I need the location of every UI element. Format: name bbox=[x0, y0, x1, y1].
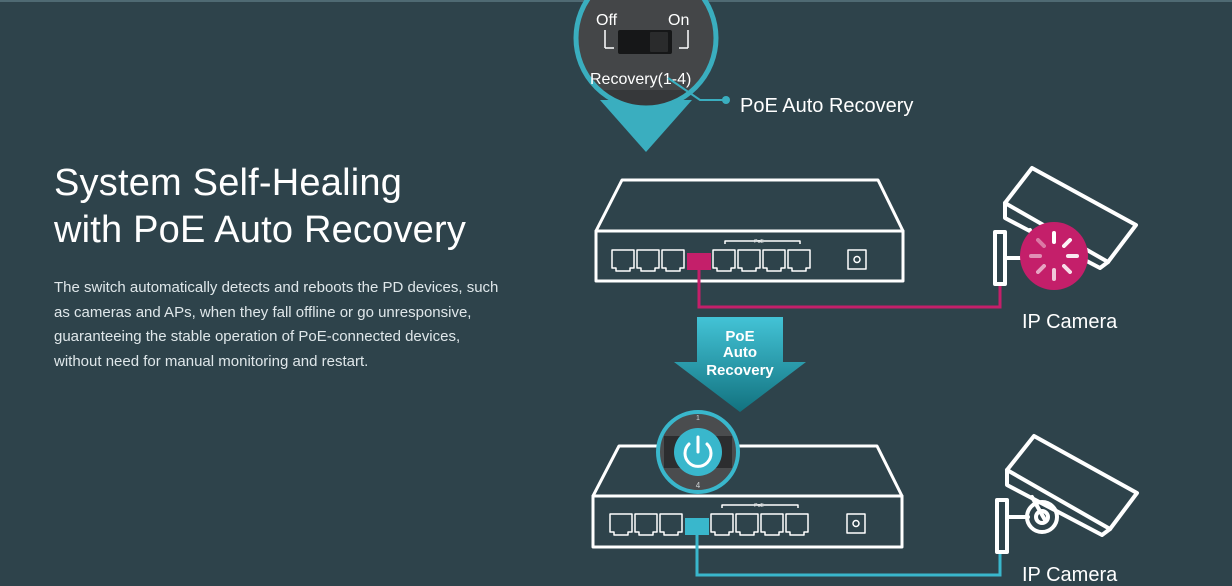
on-label: On bbox=[668, 12, 689, 29]
recovered-port-indicator bbox=[685, 518, 709, 535]
power-icon bbox=[683, 442, 713, 468]
ip-camera-top bbox=[993, 166, 1138, 290]
arrow-text-line-3: Recovery bbox=[706, 362, 774, 379]
recovery-switch-label: Recovery(1-4) bbox=[590, 71, 691, 88]
arrow-text-line-1: PoE bbox=[725, 328, 754, 345]
title-line-1: System Self-Healing bbox=[54, 162, 403, 204]
feature-description: The switch automatically detects and reb… bbox=[54, 279, 499, 370]
camera-label-top: IP Camera bbox=[1022, 311, 1118, 333]
off-label: Off bbox=[596, 12, 618, 29]
camera-label-bottom: IP Camera bbox=[1022, 564, 1118, 586]
title-line-2: with PoE Auto Recovery bbox=[54, 209, 467, 251]
fault-port-indicator bbox=[687, 253, 711, 270]
cable-healthy bbox=[695, 535, 1002, 577]
callout-line bbox=[667, 77, 726, 101]
ip-camera-bottom bbox=[995, 434, 1139, 554]
recovery-zoom-bubble: 1 4 bbox=[656, 410, 740, 494]
poe-switch-bottom bbox=[591, 444, 904, 549]
arrow-text-line-2: Auto bbox=[723, 344, 757, 361]
port-number-1: 1 bbox=[696, 415, 700, 422]
port-number-4: 4 bbox=[696, 481, 701, 490]
poe-switch-top bbox=[594, 178, 905, 283]
zoom-magnifier: Off On Recovery(1-4) bbox=[573, 0, 719, 152]
poe-port-label-bottom: PoE bbox=[754, 503, 764, 509]
auto-recovery-arrow: PoE Auto Recovery bbox=[674, 317, 806, 412]
poe-port-label-top: PoE bbox=[754, 239, 764, 245]
callout-label: PoE Auto Recovery bbox=[740, 95, 913, 117]
page-title: System Self-Healing with PoE Auto Recove… bbox=[54, 160, 524, 254]
callout-dot bbox=[722, 96, 730, 104]
cable-faulty bbox=[697, 270, 1002, 309]
